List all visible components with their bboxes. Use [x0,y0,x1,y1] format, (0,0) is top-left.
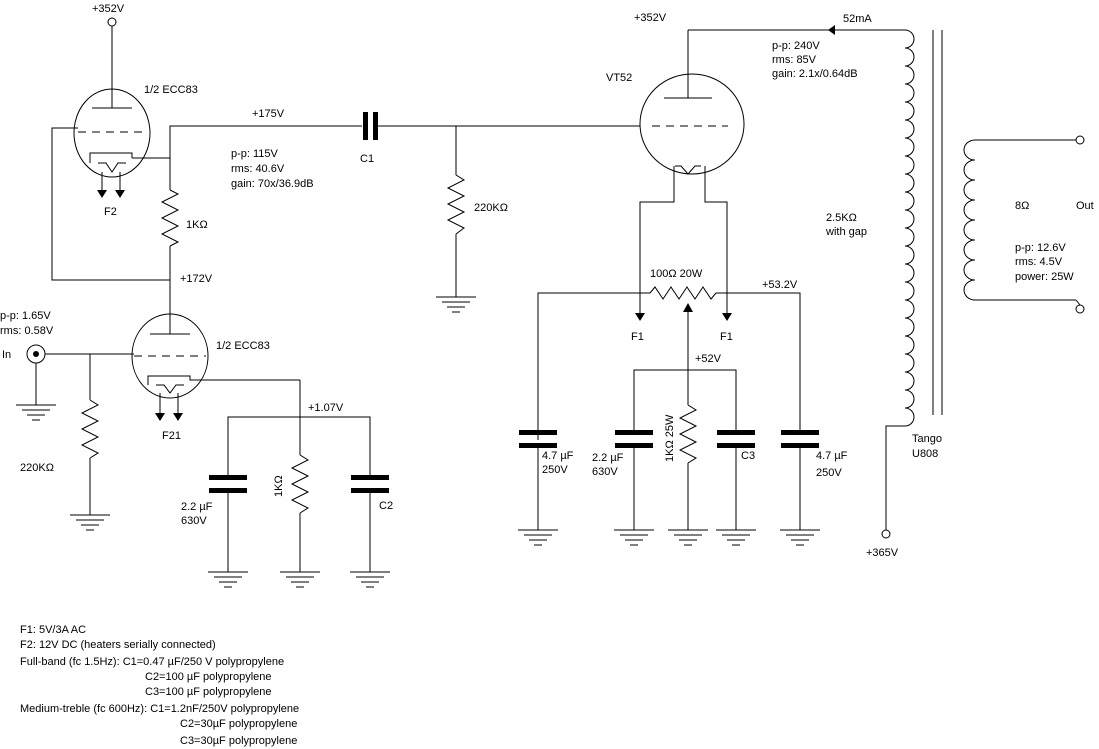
label-c3: C3 [741,450,755,462]
supply-node-365 [881,529,891,539]
label-out-pp-c: gain: 2.1x/0.64dB [772,68,858,80]
label-v175: +175V [252,108,285,120]
label-r220k-input: 220KΩ [20,462,54,474]
label-in-rms: rms: 0.58V [0,325,54,337]
label-out-pp-b: rms: 85V [772,54,817,66]
label-r1k-bottom: 1KΩ [273,475,285,497]
label-c47r-a: 4.7 µF [816,450,848,462]
label-tango-a: Tango [912,433,942,445]
label-sec-pp-c: power: 25W [1015,271,1074,283]
label-c22r-a: 2.2 µF [592,452,624,464]
label-r1k-25w: 1KΩ 25W [664,414,676,462]
capacitor-c1 [363,112,640,140]
resistor-220k-input [80,399,100,459]
label-f21: F21 [162,430,181,442]
label-ecc83-top: 1/2 ECC83 [144,84,198,96]
secondary-winding [963,139,976,301]
resistor-1k-top [160,189,180,247]
label-pri-imp-a: 2.5KΩ [826,212,857,224]
label-in: In [2,349,11,361]
label-pp1-c: gain: 70x/36.9dB [231,178,314,190]
output-terminal-bottom[interactable] [1075,304,1085,314]
label-vt52: VT52 [606,72,632,84]
label-out: Out [1076,200,1094,212]
tube-ecc83-top [73,88,151,178]
label-v365: +365V [866,547,899,559]
notes: F1: 5V/3A AC F2: 12V DC (heaters seriall… [20,624,299,747]
note-line: C2=100 µF polypropylene [145,671,272,683]
label-tango-b: U808 [912,448,938,460]
vt52-output-stage [517,25,835,546]
label-c22-a: 2.2 µF [181,501,213,513]
tube-ecc83-bottom [131,313,209,399]
note-line: Medium-treble (fc 600Hz): C1=1.2nF/250V … [20,703,299,715]
tube-vt52 [639,73,745,175]
capacitor-2u2-right [615,430,653,435]
capacitor-4u7-right [781,430,819,435]
note-line: F2: 12V DC (heaters serially connected) [20,639,216,651]
label-pri-imp-b: with gap [825,226,867,238]
label-v172: +172V [180,273,213,285]
label-out-pp-a: p-p: 240V [772,40,820,52]
label-c1: C1 [360,153,374,165]
label-v352-right: +352V [634,12,667,24]
resistor-1k-25w [678,404,698,464]
supply-node-352 [107,17,117,27]
potentiometer-100r[interactable] [649,286,717,300]
capacitor-c2 [351,475,389,480]
note-line: Full-band (fc 1.5Hz): C1=0.47 µF/250 V p… [20,656,284,668]
note-line: C2=30µF polypropylene [180,718,297,730]
label-v107: +1.07V [308,402,344,414]
output-terminal-top[interactable] [1075,135,1085,145]
label-c47l-a: 4.7 µF [542,450,574,462]
label-c2: C2 [379,500,393,512]
label-r1k-top: 1KΩ [186,219,208,231]
ecc83-bottom-stage [15,313,391,588]
label-pp1-b: rms: 40.6V [231,163,285,175]
output-transformer [835,29,1085,539]
label-v352-left: +352V [92,3,125,15]
capacitor-4u7-left [519,430,557,435]
label-52ma: 52mA [843,13,872,25]
capacitor-2u2-cathode [209,475,247,480]
label-pp1-a: p-p: 115V [231,148,279,160]
label-f1-left: F1 [631,331,644,343]
label-r220k-mid: 220KΩ [474,202,508,214]
resistor-1k-cathode [290,454,310,514]
labels: +352V 1/2 ECC83 +175V C1 p-p: 115V rms: … [0,3,1094,559]
label-sec-pp-a: p-p: 12.6V [1015,242,1066,254]
label-f2: F2 [104,206,117,218]
label-pot: 100Ω 20W [650,268,703,280]
label-ecc83-bottom: 1/2 ECC83 [216,340,270,352]
ecc83-top-stage [51,17,362,316]
label-v52: +52V [695,353,722,365]
primary-winding [904,29,915,427]
label-c47r-b: 250V [816,467,842,479]
resistor-220k-vt52 [435,126,477,313]
label-c22-b: 630V [181,515,207,527]
label-c47l-b: 250V [542,464,568,476]
capacitor-c3 [717,430,755,435]
note-line: C3=100 µF polypropylene [145,686,272,698]
note-line: F1: 5V/3A AC [20,624,86,636]
label-sec-imp: 8Ω [1015,200,1029,212]
label-v532: +53.2V [762,279,798,291]
label-sec-pp-b: rms: 4.5V [1015,256,1063,268]
label-in-pp: p-p: 1.65V [0,310,51,322]
label-c22r-b: 630V [592,466,618,478]
note-line: C3=30µF polypropylene [180,735,297,747]
label-f1-right: F1 [720,331,733,343]
